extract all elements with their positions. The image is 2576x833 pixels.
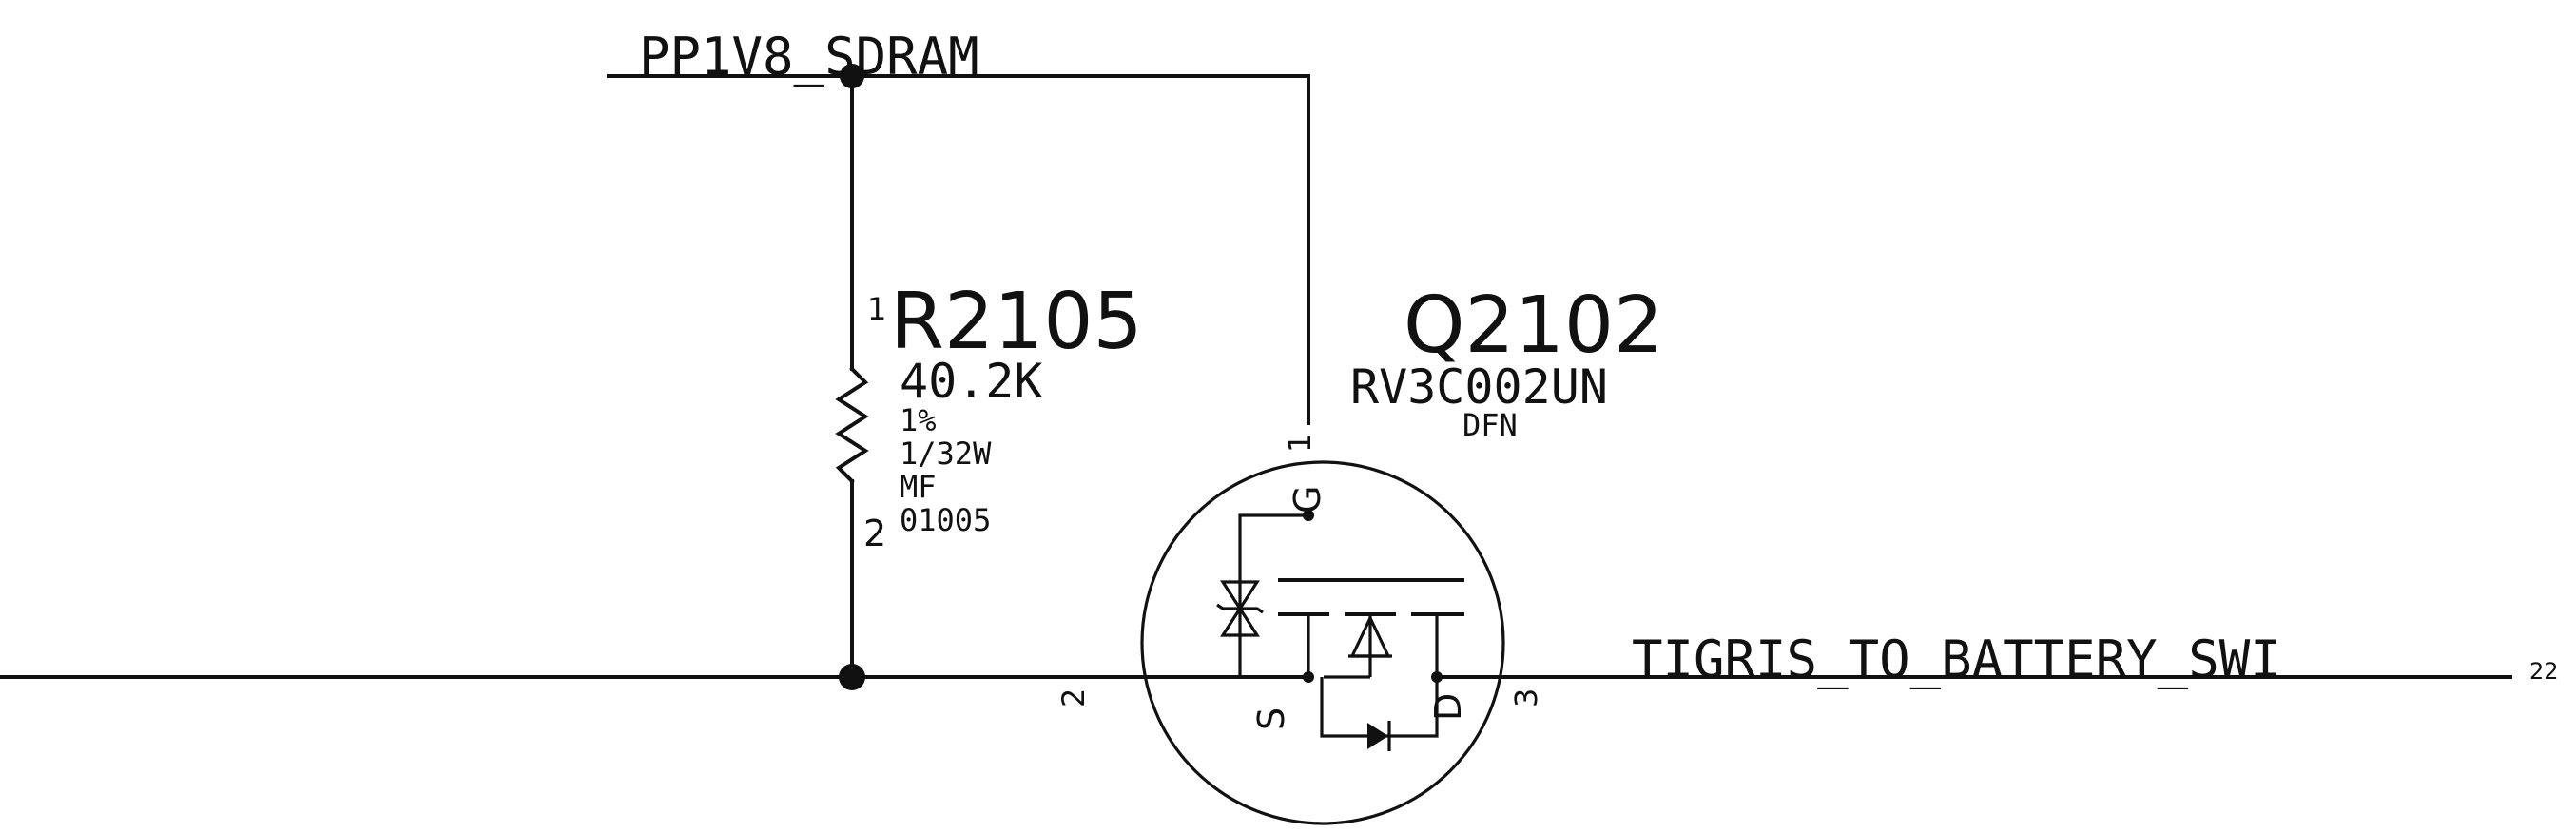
source-pin-number: 2: [1056, 688, 1092, 707]
transistor-part: RV3C002UN: [1350, 359, 1608, 415]
resistor-pin1: 1: [867, 291, 886, 327]
drain-pin-label: D: [1427, 693, 1469, 721]
resistor-tolerance: 1%: [900, 402, 937, 438]
resistor-package: 01005: [900, 502, 991, 538]
drain-pin-number: 3: [1508, 688, 1544, 707]
resistor-value: 40.2K: [900, 354, 1043, 409]
transistor-package: DFN: [1462, 407, 1518, 443]
net-label-pp1v8: PP1V8_SDRAM: [639, 27, 979, 87]
gate-pin-label: G: [1287, 486, 1328, 513]
net-label-tigris: TIGRIS_TO_BATTERY_SWI: [1632, 630, 2281, 689]
junction-dot-bottom: [839, 664, 865, 690]
lower-diode-arrow: [1367, 723, 1388, 749]
transistor-ref: Q2102: [1404, 281, 1663, 371]
page-reference: 22: [2529, 658, 2559, 685]
zener-lower: [1220, 606, 1260, 637]
lower-diode-wire: [1320, 677, 1439, 738]
resistor-ref: R2105: [890, 277, 1143, 367]
mosfet-body: [1140, 460, 1505, 825]
resistor-pin2: 2: [863, 513, 886, 554]
resistor-power: 1/32W: [900, 436, 992, 472]
source-dot: [1303, 671, 1314, 683]
zener-upper: [1220, 580, 1260, 611]
gate-pin-number: 1: [1282, 434, 1318, 453]
resistor-zigzag: [835, 366, 869, 484]
junction-dot-top: [840, 64, 864, 88]
gate-protect-wire: [1238, 513, 1308, 679]
source-pin-label: S: [1250, 707, 1292, 730]
resistor-type: MF: [900, 469, 937, 505]
zener-bar: [1216, 603, 1264, 614]
